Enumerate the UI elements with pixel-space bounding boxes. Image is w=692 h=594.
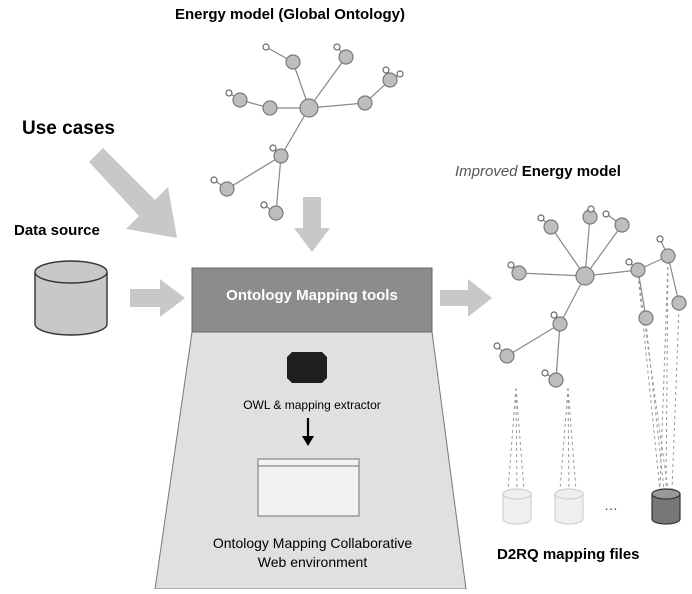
global-ontology-title: Energy model (Global Ontology)	[175, 6, 406, 23]
ontology-node	[357, 95, 373, 111]
ontology-edge	[584, 216, 591, 277]
ontology-node	[511, 265, 527, 281]
ontology-node	[614, 217, 630, 233]
ontology-edge	[275, 155, 282, 214]
extractor-label: OWL & mapping extractor	[243, 398, 381, 412]
ontology-leaf-node	[210, 176, 218, 184]
ontology-leaf-node	[260, 201, 268, 209]
ontology-leaf-node	[656, 235, 664, 243]
d2rq-mapping-file-3	[651, 488, 681, 525]
global-ontology-graph	[210, 43, 404, 221]
improved-prefix: Improved	[455, 163, 518, 180]
mapping-link	[671, 307, 680, 491]
improved-energy-model-title: Improved Energy model	[455, 163, 621, 180]
data-source-label: Data source	[14, 222, 100, 239]
ontology-leaf-node	[225, 89, 233, 97]
ontology-leaf-node	[262, 43, 270, 51]
d2rq-mapping-file-2	[554, 488, 584, 525]
mapping-link	[637, 274, 661, 491]
ontology-node	[660, 248, 676, 264]
ontology-node	[548, 372, 564, 388]
improved-suffix: Energy model	[521, 163, 621, 180]
ontology-node	[499, 348, 515, 364]
ontology-edge	[667, 255, 680, 304]
ontology-edge	[518, 272, 586, 277]
mapping-link	[645, 322, 665, 491]
ontology-leaf-node	[550, 311, 558, 319]
ellipsis-label: …	[604, 497, 618, 513]
ontology-leaf-node	[587, 205, 595, 213]
ontology-node	[552, 316, 568, 332]
ontology-node	[575, 266, 595, 286]
ontology-leaf-node	[507, 261, 515, 269]
collab-line-1: Ontology Mapping Collaborative	[212, 535, 413, 551]
ontology-node	[671, 295, 687, 311]
ontology-mapping-tools-box	[191, 267, 433, 333]
global-ontology-down-arrow	[294, 197, 330, 252]
ontology-edge	[506, 323, 561, 357]
ontology-node	[382, 72, 398, 88]
ontology-node	[638, 310, 654, 326]
mapping-link	[515, 387, 518, 491]
ontology-leaf-node	[602, 210, 610, 218]
mapping-link	[507, 387, 517, 491]
web-window-icon	[257, 458, 360, 517]
extractor-down-arrow	[302, 418, 314, 446]
ontology-node	[630, 262, 646, 278]
ontology-edge	[555, 323, 561, 381]
collab-line-2: Web environment	[257, 554, 368, 570]
ontology-node	[299, 98, 319, 118]
ontology-leaf-node	[625, 258, 633, 266]
ontology-leaf-node	[541, 369, 549, 377]
ontology-node	[543, 219, 559, 235]
ontology-leaf-node	[333, 43, 341, 51]
collaborative-environment-label: Ontology Mapping Collaborative Web envir…	[160, 534, 465, 572]
chip-icon	[287, 352, 327, 383]
ontology-edge	[550, 226, 586, 277]
use-cases-label: Use cases	[22, 118, 115, 139]
ontology-leaf-node	[537, 214, 545, 222]
mapping-link	[515, 387, 525, 491]
d2rq-mapping-file-1	[502, 488, 532, 525]
ontology-mapping-tools-label: Ontology Mapping tools	[226, 287, 398, 304]
ontology-edge	[584, 224, 623, 277]
ontology-leaf-node	[269, 144, 277, 152]
improved-ontology-graph	[493, 205, 687, 491]
ontology-edge	[637, 269, 647, 319]
use-cases-arrow	[89, 148, 177, 238]
ontology-node	[262, 100, 278, 116]
ontology-edge	[226, 155, 282, 190]
ontology-leaf-node	[396, 70, 404, 78]
data-source-database-icon	[34, 260, 108, 336]
ontology-node	[268, 205, 284, 221]
mapping-link	[665, 260, 669, 491]
mapping-link	[637, 274, 669, 491]
ontology-node	[338, 49, 354, 65]
mapping-link	[559, 387, 569, 491]
ontology-node	[273, 148, 289, 164]
mapping-link	[659, 260, 669, 491]
ontology-leaf-node	[493, 342, 501, 350]
ontology-node	[232, 92, 248, 108]
ontology-edge	[308, 56, 347, 109]
ontology-leaf-node	[382, 66, 390, 74]
output-arrow	[440, 279, 492, 317]
data-source-arrow	[130, 279, 185, 317]
mapping-link	[567, 387, 577, 491]
ontology-node	[285, 54, 301, 70]
mapping-link	[567, 387, 570, 491]
ontology-node	[219, 181, 235, 197]
d2rq-label: D2RQ mapping files	[497, 546, 640, 563]
